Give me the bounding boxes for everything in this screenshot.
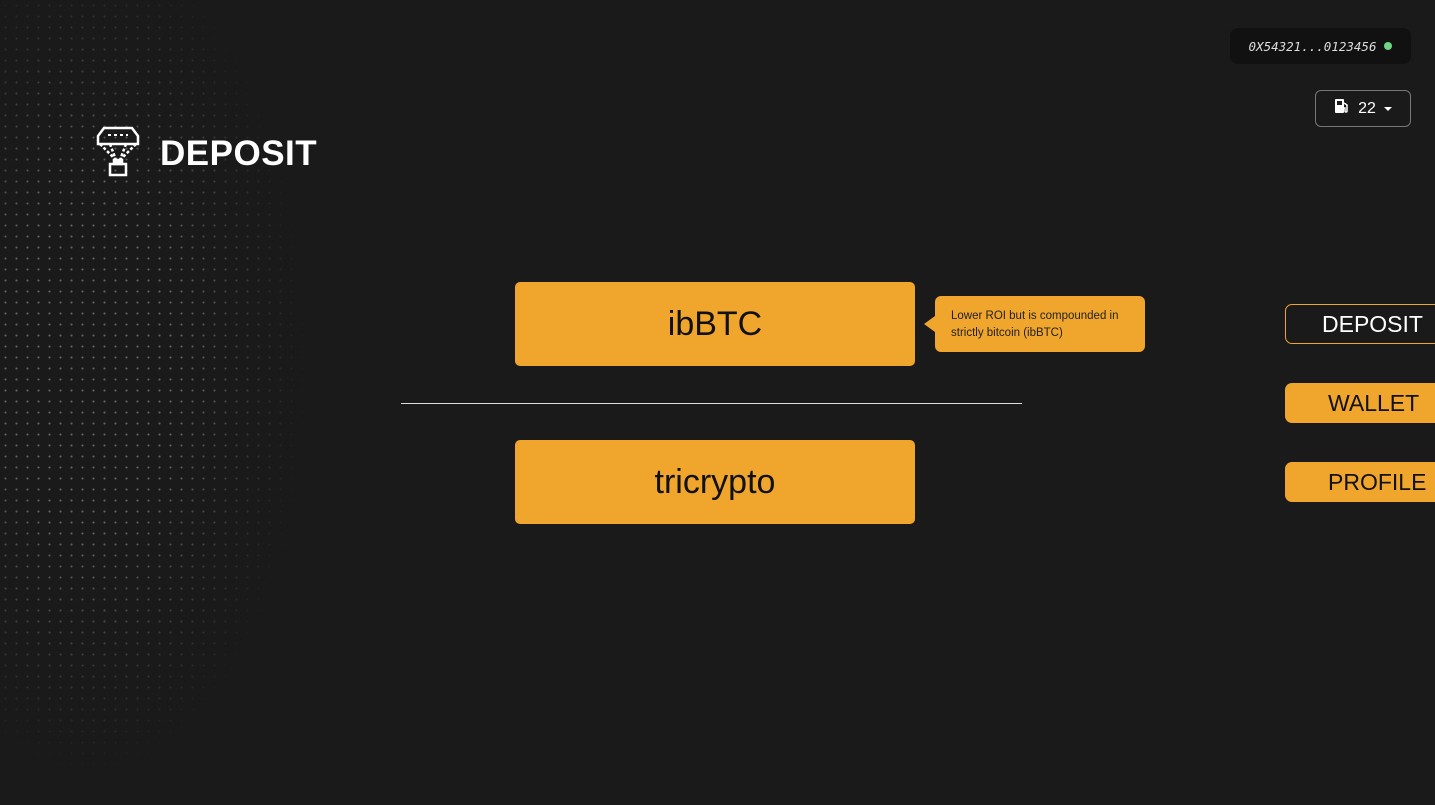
ibbtc-tooltip: Lower ROI but is compounded in strictly …: [924, 296, 1145, 352]
dotted-background-pattern: [0, 0, 340, 790]
tricrypto-option-button[interactable]: tricrypto: [515, 440, 915, 524]
fuel-pump-icon: [1334, 98, 1350, 119]
wallet-address-badge[interactable]: 0X54321...0123456: [1230, 28, 1411, 64]
ibbtc-option-button[interactable]: ibBTC: [515, 282, 915, 366]
nav-label: DEPOSIT: [1322, 310, 1423, 337]
nav-profile[interactable]: PROFILE: [1285, 462, 1435, 502]
parachute-icon: [96, 124, 140, 183]
nav-wallet[interactable]: WALLET: [1285, 383, 1435, 423]
nav-deposit[interactable]: DEPOSIT: [1285, 304, 1435, 344]
nav-label: WALLET: [1328, 389, 1420, 416]
page-title: DEPOSIT: [160, 133, 318, 173]
nav-label: PROFILE: [1328, 468, 1427, 495]
page-header: DEPOSIT: [96, 124, 317, 183]
wallet-address: 0X54321...0123456: [1248, 38, 1377, 54]
divider: [401, 403, 1022, 404]
connection-status-dot: [1384, 42, 1393, 50]
gas-price-dropdown[interactable]: 22: [1315, 90, 1411, 127]
gas-value: 22: [1358, 99, 1376, 117]
chevron-down-icon: [1383, 106, 1392, 111]
